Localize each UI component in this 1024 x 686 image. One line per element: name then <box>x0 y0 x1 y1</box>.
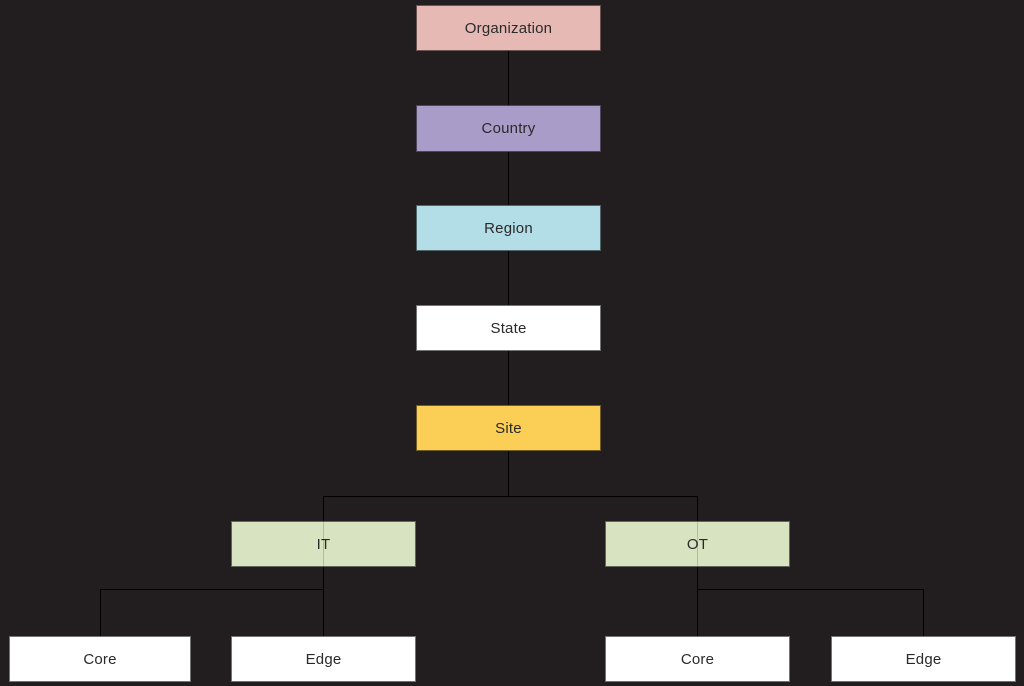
node-state: State <box>416 305 601 351</box>
connector-organization-to-country <box>508 51 509 105</box>
connector-region-to-state <box>508 251 509 305</box>
node-country: Country <box>416 105 601 152</box>
connector-drop-to-it <box>323 496 324 521</box>
connector-ot-crossbar <box>697 589 924 590</box>
connector-it-to-edge <box>323 567 324 636</box>
connector-ot-to-core <box>697 567 698 636</box>
connector-it-ot-crossbar <box>323 496 698 497</box>
connector-drop-to-edge-ot <box>923 589 924 636</box>
node-it: IT <box>231 521 416 567</box>
connector-drop-to-core-it <box>100 589 101 636</box>
node-site: Site <box>416 405 601 451</box>
connector-state-to-site <box>508 351 509 405</box>
node-region: Region <box>416 205 601 251</box>
node-edge-ot: Edge <box>831 636 1016 682</box>
node-organization: Organization <box>416 5 601 51</box>
connector-country-to-region <box>508 152 509 205</box>
connector-it-crossbar <box>100 589 324 590</box>
connector-line-through-it <box>323 522 324 566</box>
node-core-ot: Core <box>605 636 790 682</box>
node-ot: OT <box>605 521 790 567</box>
connector-drop-to-ot <box>697 496 698 521</box>
node-edge-it: Edge <box>231 636 416 682</box>
node-core-it: Core <box>9 636 191 682</box>
connector-site-drop <box>508 451 509 497</box>
connector-line-through-ot <box>697 522 698 566</box>
